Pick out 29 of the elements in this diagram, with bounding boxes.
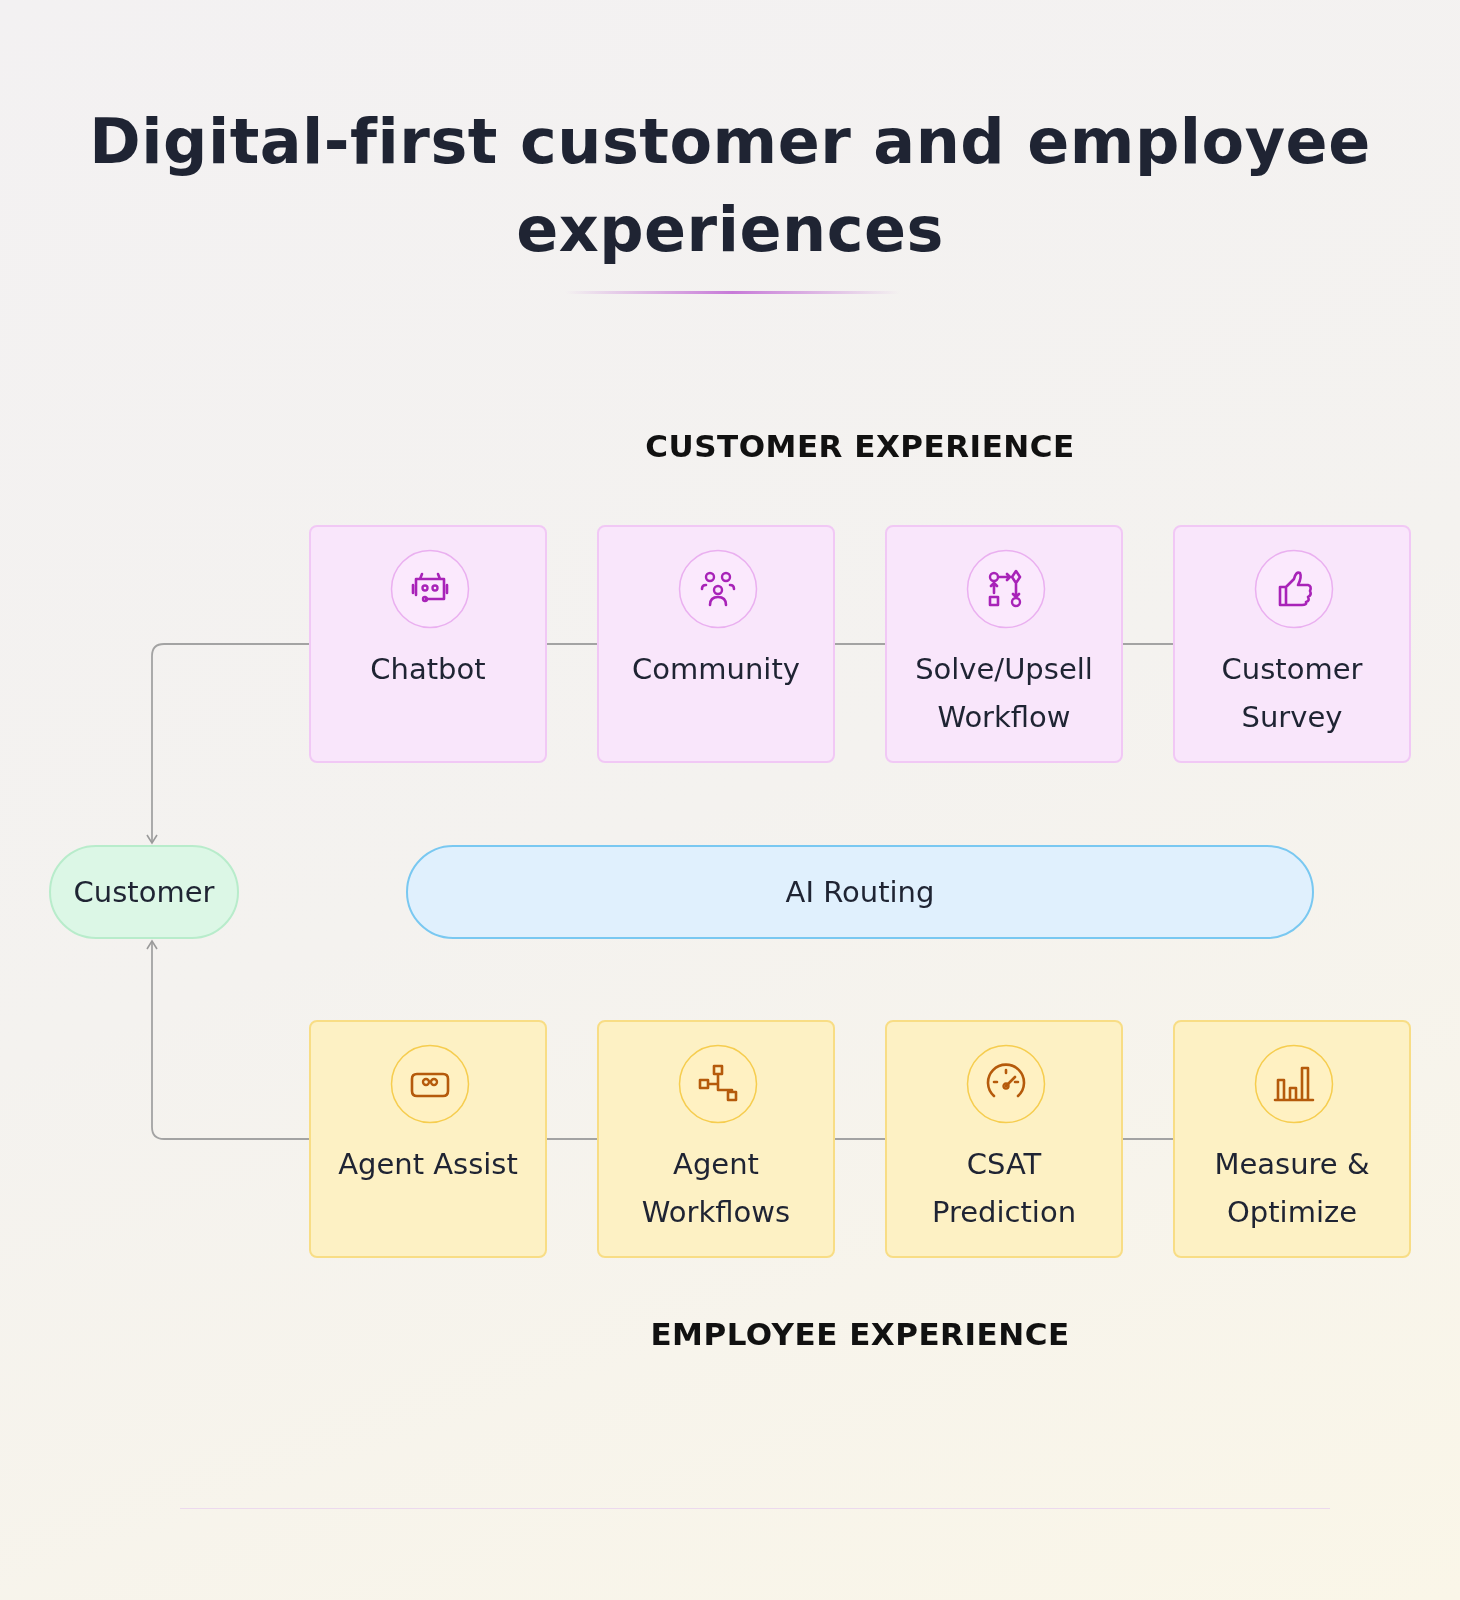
feature-card <box>309 1020 547 1258</box>
node-label: Customer <box>73 874 215 911</box>
connector-line <box>1122 1138 1174 1140</box>
node-label: Solve/Upsell Workflow <box>914 651 1094 736</box>
feature-card <box>1173 525 1411 763</box>
node-label: CSAT Prediction <box>930 1146 1078 1231</box>
feature-card <box>885 525 1123 763</box>
node-label: Community <box>631 651 801 688</box>
arrow <box>146 643 310 844</box>
feature-card <box>1173 1020 1411 1258</box>
node-label: Agent Assist <box>337 1146 519 1183</box>
section-heading: EMPLOYEE EXPERIENCE <box>650 1316 1070 1352</box>
section-heading: CUSTOMER EXPERIENCE <box>645 428 1075 464</box>
feature-card <box>309 525 547 763</box>
node-label: Customer Survey <box>1220 651 1364 736</box>
connector-line <box>834 1138 886 1140</box>
connector-line <box>546 1138 598 1140</box>
node-label: Measure & Optimize <box>1213 1146 1371 1231</box>
connector-line <box>834 643 886 645</box>
feature-card <box>885 1020 1123 1258</box>
node-label: Agent Workflows <box>640 1146 792 1231</box>
feature-card <box>597 1020 835 1258</box>
connector-line <box>1122 643 1174 645</box>
feature-card <box>597 525 835 763</box>
node-label: AI Routing <box>785 874 935 911</box>
node-label: Chatbot <box>369 651 487 688</box>
arrow <box>146 940 310 1140</box>
title: Digital-first customer and employee experiences <box>88 104 1372 268</box>
connector-line <box>546 643 598 645</box>
